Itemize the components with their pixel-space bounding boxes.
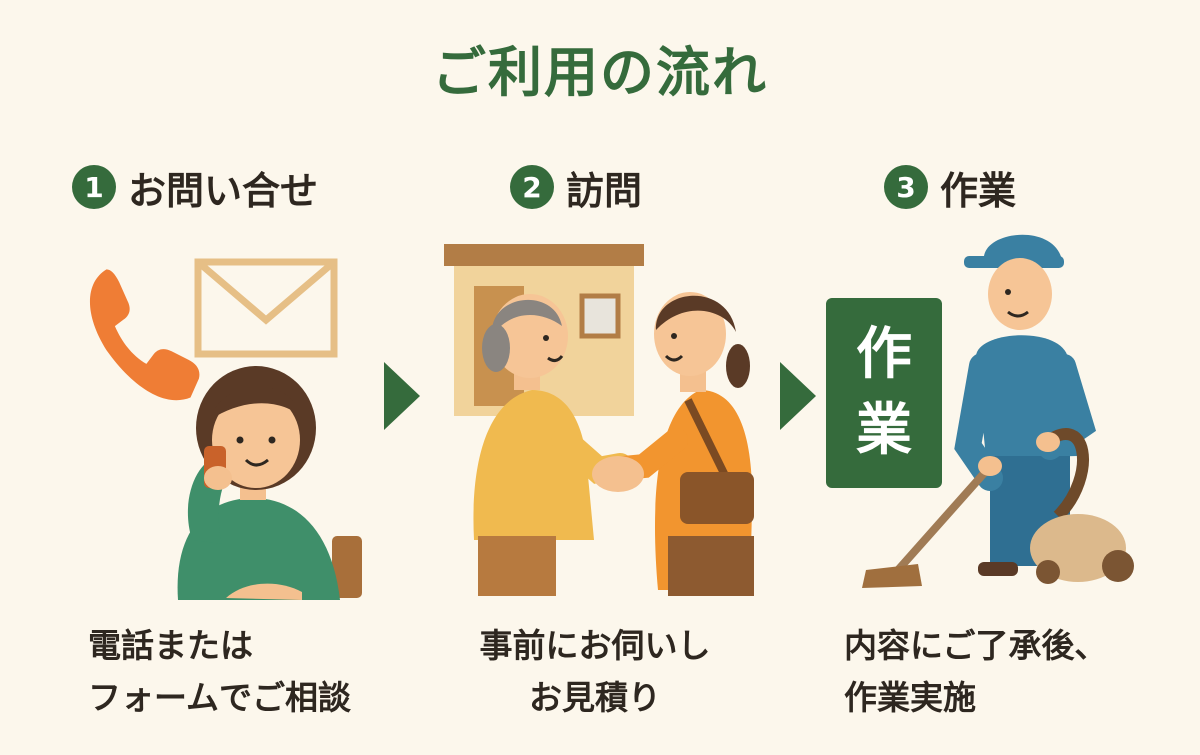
work-sign-line1: 作 <box>856 322 912 387</box>
step-3-title: 作業 <box>940 168 1017 213</box>
visit-illustration <box>444 244 754 596</box>
work-sign-line2: 業 <box>856 398 912 463</box>
step-1-description: 電話または フォームでご相談 <box>88 620 351 724</box>
step-2-description: 事前にお伺いし お見積り <box>460 620 730 724</box>
step-2-desc-line1: 事前にお伺いし <box>479 626 711 665</box>
step-3-heading: 3 作業 <box>884 162 1017 213</box>
step-3-number: 3 <box>884 165 928 209</box>
step-1-desc-line2: フォームでご相談 <box>88 678 352 717</box>
step-2-desc-line2: お見積り <box>529 678 661 717</box>
arrow-right-icon <box>780 362 816 430</box>
step-2-heading: 2 訪問 <box>510 162 643 213</box>
page-title: ご利用の流れ <box>432 41 768 104</box>
arrow-right-icon <box>384 362 420 430</box>
work-illustration <box>862 234 1134 588</box>
envelope-icon <box>194 258 338 358</box>
step-1-heading: 1 お問い合せ <box>72 162 319 213</box>
step-1-title: お問い合せ <box>128 168 319 213</box>
step-3-desc-line2: 作業実施 <box>844 678 976 717</box>
phone-icon <box>89 269 200 401</box>
step-1-number: 1 <box>72 165 116 209</box>
step-3-desc-line1: 内容にご了承後、 <box>844 626 1108 665</box>
work-sign: 作 業 <box>826 298 942 488</box>
step-3-description: 内容にご了承後、 作業実施 <box>844 620 1107 724</box>
step-1-desc-line1: 電話または <box>88 626 253 665</box>
step-2-title: 訪問 <box>566 168 643 213</box>
step-2-number: 2 <box>510 165 554 209</box>
contact-illustration <box>89 258 362 600</box>
